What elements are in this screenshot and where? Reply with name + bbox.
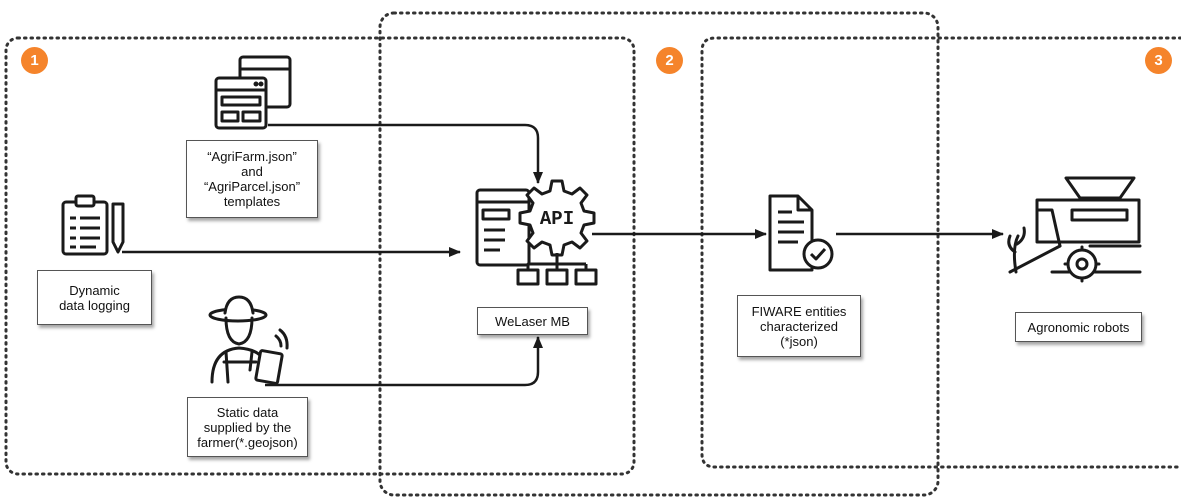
templates-line-2: and bbox=[241, 164, 263, 179]
api-gear-icon bbox=[475, 179, 598, 286]
welaser-label: WeLaser MB bbox=[495, 313, 570, 329]
document-check-icon bbox=[768, 194, 834, 272]
region-3-frame bbox=[700, 36, 1181, 469]
templates-line-3: “AgriParcel.json” bbox=[203, 179, 301, 194]
step-badge-3: 3 bbox=[1145, 47, 1172, 74]
farmer-icon bbox=[208, 295, 289, 385]
dynamic-logging-box: Dynamic data logging bbox=[37, 270, 152, 325]
dynamic-line-2: data logging bbox=[59, 297, 130, 313]
agronomic-robots-box: Agronomic robots bbox=[1015, 312, 1142, 342]
templates-icon bbox=[214, 55, 292, 130]
farmer-to-api-arrow bbox=[265, 336, 543, 387]
step-badge-1: 1 bbox=[21, 47, 48, 74]
fiware-entities-box: FIWARE entities characterized (*json) bbox=[737, 295, 861, 357]
region-1-frame bbox=[4, 36, 636, 476]
fiware-line-1: FIWARE entities bbox=[751, 303, 847, 319]
fiware-line-3: (*json) bbox=[780, 333, 818, 349]
static-line-1: Static data bbox=[216, 404, 279, 420]
dynamic-line-1: Dynamic bbox=[69, 282, 120, 298]
templates-to-api-arrow bbox=[268, 123, 543, 184]
static-data-box: Static data supplied by the farmer(*.geo… bbox=[187, 397, 308, 457]
step-badge-2: 2 bbox=[656, 47, 683, 74]
robots-label: Agronomic robots bbox=[1027, 319, 1130, 335]
api-label: API bbox=[540, 208, 574, 230]
templates-line-1: “AgriFarm.json” bbox=[207, 149, 297, 164]
fiware-line-2: characterized bbox=[759, 318, 839, 334]
static-line-2: supplied by the bbox=[203, 419, 292, 435]
robot-harvester-icon bbox=[1007, 176, 1142, 283]
templates-line-4: templates bbox=[223, 194, 281, 209]
region-2-frame bbox=[378, 11, 940, 497]
clipboard-icon bbox=[61, 194, 125, 256]
static-line-3: farmer(*.geojson) bbox=[197, 434, 298, 450]
welaser-mb-box: WeLaser MB bbox=[477, 307, 588, 335]
templates-box: “AgriFarm.json” and “AgriParcel.json” te… bbox=[186, 140, 318, 218]
